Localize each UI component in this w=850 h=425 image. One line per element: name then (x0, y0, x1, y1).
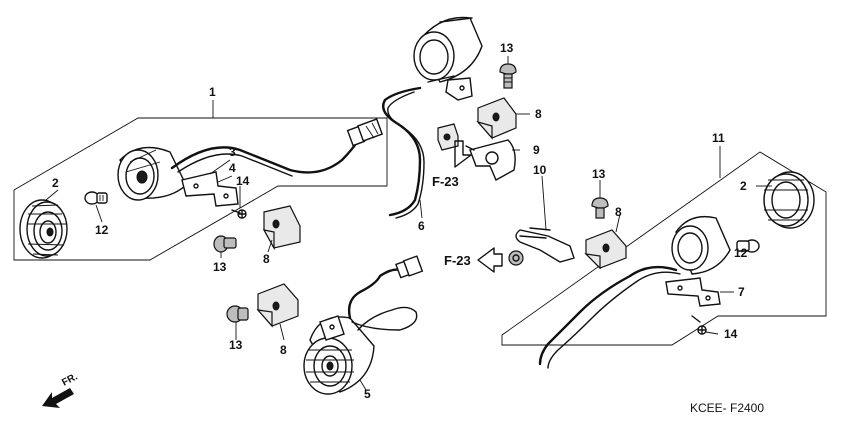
screw-left (231, 209, 247, 219)
grommet-top (499, 63, 517, 89)
grommet-right-center (591, 197, 609, 219)
group-outline-right (501, 151, 827, 346)
callout-2-left: 2 (52, 176, 59, 190)
callout-2-right: 2 (740, 179, 747, 193)
bracket-left (181, 171, 239, 207)
callout-8-bottom: 8 (280, 343, 287, 357)
rubber-pad-right-center (584, 229, 627, 270)
callout-8-left-upper: 8 (263, 252, 270, 266)
callout-5: 5 (364, 387, 371, 401)
lens-left (19, 199, 68, 259)
housing-right (671, 215, 731, 275)
group-outline-left (13, 117, 388, 261)
bulb-left (84, 191, 108, 205)
callout-9: 9 (533, 143, 540, 157)
wire-harness-right-2 (547, 271, 681, 369)
grommet-mid (508, 250, 524, 266)
lens-right (763, 171, 815, 229)
ref-f23-mid: F-23 (444, 253, 471, 268)
stay-10 (515, 227, 575, 263)
housing-left (117, 146, 187, 201)
ref-f23-top: F-23 (432, 174, 459, 189)
callout-13-top: 13 (500, 41, 514, 55)
housing-bottom (303, 315, 375, 395)
bracket-right (665, 277, 721, 307)
leader-lines (45, 56, 772, 391)
callout-13-right-center: 13 (592, 167, 606, 181)
callout-12-right: 12 (734, 246, 748, 260)
callout-14-left: 14 (236, 174, 250, 188)
connector-left (346, 118, 384, 147)
callout-8-right-center: 8 (615, 205, 622, 219)
screw-right (691, 315, 707, 335)
callout-12-left: 12 (95, 223, 109, 237)
wire-harness-bottom (347, 268, 402, 320)
callout-13-bottom: 13 (229, 338, 243, 352)
rubber-pad-bottom (256, 283, 299, 328)
grommet-left-upper (213, 235, 237, 253)
wire-harness-bottom-2 (351, 306, 418, 331)
bulb-right (736, 239, 760, 253)
rubber-pad-top-small (437, 123, 459, 151)
connector-bottom (395, 255, 424, 279)
callout-1: 1 (209, 85, 216, 99)
callout-11: 11 (712, 131, 725, 145)
wire-harness-left (170, 136, 362, 174)
rubber-pad-top (476, 97, 517, 140)
ref-arrow-top (454, 140, 472, 168)
rubber-pad-left-upper (262, 205, 301, 251)
callout-10: 10 (533, 163, 547, 177)
housing-top (413, 16, 483, 101)
callout-6: 6 (418, 219, 425, 233)
front-direction-arrow (42, 388, 74, 408)
callout-8-top: 8 (535, 107, 542, 121)
callout-13-left-upper: 13 (213, 260, 227, 274)
grommet-bottom (226, 305, 249, 323)
wire-harness-right (538, 265, 678, 366)
wire-harness-top (381, 86, 422, 217)
drawing-code: KCEE- F2400 (690, 401, 764, 415)
callout-7: 7 (738, 285, 745, 299)
ref-arrow-mid (477, 247, 503, 273)
callout-14-right: 14 (724, 327, 738, 341)
front-direction-label: FR. (60, 371, 80, 388)
callout-4: 4 (229, 161, 236, 175)
wire-harness-top-2 (387, 91, 425, 219)
bracket-9 (465, 139, 516, 181)
callout-3: 3 (229, 145, 236, 159)
wire-harness-left-2 (177, 153, 293, 177)
